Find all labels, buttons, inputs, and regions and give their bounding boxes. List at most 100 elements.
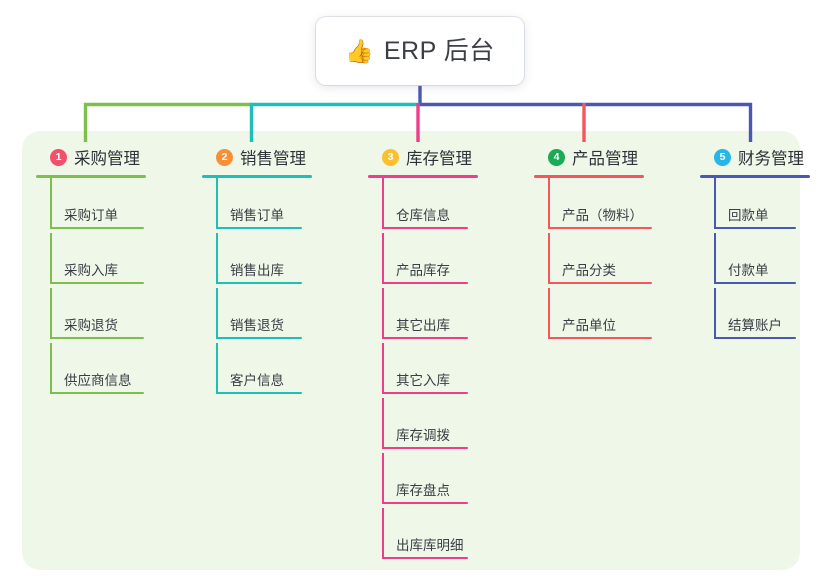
branch-column-4: 4 产品管理产品（物料） 产品分类产品单位 <box>534 145 652 343</box>
branch-underline-3 <box>368 175 478 178</box>
branch-items-1: 采购订单采购入库采购退货供应商信息 <box>36 178 146 398</box>
branch-underline-1 <box>36 175 146 178</box>
branch-item-label: 回款单 <box>728 208 769 223</box>
branch-item-label: 销售退货 <box>230 318 284 333</box>
branch-items-5: 回款单付款单结算账户 <box>700 178 810 343</box>
item-underline <box>216 227 302 229</box>
item-connector <box>216 343 218 394</box>
item-underline <box>382 557 468 559</box>
branch-item-label: 销售订单 <box>230 208 284 223</box>
branch-item[interactable]: 采购订单 <box>36 178 146 233</box>
branch-item[interactable]: 库存调拨 <box>368 398 478 453</box>
branch-header-4[interactable]: 4 产品管理 <box>534 145 644 169</box>
branch-item[interactable]: 销售出库 <box>202 233 312 288</box>
root-node[interactable]: 👍 ERP 后台 <box>316 17 524 85</box>
branch-underline-5 <box>700 175 810 178</box>
branch-item[interactable]: 客户信息 <box>202 343 312 398</box>
branch-item-label: 产品单位 <box>562 318 616 333</box>
branch-item-label: 付款单 <box>728 263 769 278</box>
branch-title-2: 销售管理 <box>240 150 306 168</box>
item-connector <box>548 233 550 284</box>
item-connector <box>216 288 218 339</box>
item-connector <box>714 178 716 229</box>
branch-item[interactable]: 其它出库 <box>368 288 478 343</box>
branch-item-label: 库存调拨 <box>396 428 450 443</box>
branch-underline-4 <box>534 175 644 178</box>
item-underline <box>216 392 302 394</box>
item-connector <box>382 288 384 339</box>
branch-item[interactable]: 库存盘点 <box>368 453 478 508</box>
branch-item[interactable]: 产品库存 <box>368 233 478 288</box>
branch-item[interactable]: 产品（物料） <box>534 178 652 233</box>
branch-items-2: 销售订单销售出库销售退货客户信息 <box>202 178 312 398</box>
branch-item-label: 库存盘点 <box>396 483 450 498</box>
item-underline <box>50 392 144 394</box>
branch-badge-5: 5 <box>714 148 731 166</box>
item-underline <box>216 282 302 284</box>
branch-item[interactable]: 出库库明细 <box>368 508 478 563</box>
item-connector <box>382 398 384 449</box>
item-underline <box>216 337 302 339</box>
branch-item-label: 客户信息 <box>230 373 284 388</box>
item-underline <box>382 337 468 339</box>
branch-item-label: 产品分类 <box>562 263 616 278</box>
branch-item[interactable]: 供应商信息 <box>36 343 146 398</box>
branch-badge-2: 2 <box>216 148 233 166</box>
thumbs-up-icon: 👍 <box>345 37 374 64</box>
item-connector <box>50 178 52 229</box>
branch-item-label: 其它入库 <box>396 373 450 388</box>
item-underline <box>548 282 652 284</box>
branch-item-label: 采购入库 <box>64 263 118 278</box>
item-connector <box>50 233 52 284</box>
branch-item-label: 出库库明细 <box>396 538 464 553</box>
branch-item[interactable]: 结算账户 <box>700 288 810 343</box>
branch-column-3: 3 库存管理仓库信息产品库存其它出库其它入库库存调拨库存盘点出库库明细 <box>368 145 478 563</box>
branch-item-label: 采购订单 <box>64 208 118 223</box>
branch-title-3: 库存管理 <box>406 150 472 168</box>
item-underline <box>382 282 468 284</box>
branch-item[interactable]: 回款单 <box>700 178 810 233</box>
item-connector <box>714 233 716 284</box>
branch-item[interactable]: 销售订单 <box>202 178 312 233</box>
item-connector <box>50 288 52 339</box>
item-underline <box>382 502 468 504</box>
branch-item[interactable]: 仓库信息 <box>368 178 478 233</box>
item-connector <box>382 453 384 504</box>
branch-item[interactable]: 付款单 <box>700 233 810 288</box>
branch-title-1: 采购管理 <box>74 150 140 168</box>
branch-item[interactable]: 其它入库 <box>368 343 478 398</box>
item-connector <box>216 233 218 284</box>
branch-item[interactable]: 产品单位 <box>534 288 652 343</box>
diagram-panel <box>22 131 800 570</box>
item-underline <box>382 447 468 449</box>
branch-item-label: 销售出库 <box>230 263 284 278</box>
branch-item-label: 仓库信息 <box>396 208 450 223</box>
branch-item[interactable]: 产品分类 <box>534 233 652 288</box>
branch-title-4: 产品管理 <box>572 150 638 168</box>
branch-item-label: 产品（物料） <box>562 208 643 223</box>
branch-item-label: 其它出库 <box>396 318 450 333</box>
item-connector <box>382 343 384 394</box>
branch-item-label: 采购退货 <box>64 318 118 333</box>
item-connector <box>714 288 716 339</box>
branch-badge-4: 4 <box>548 148 565 166</box>
branch-item-label: 供应商信息 <box>64 373 132 388</box>
item-connector <box>382 178 384 229</box>
branch-item[interactable]: 销售退货 <box>202 288 312 343</box>
item-underline <box>714 337 796 339</box>
branch-item[interactable]: 采购退货 <box>36 288 146 343</box>
branch-badge-3: 3 <box>382 148 399 166</box>
item-connector <box>382 233 384 284</box>
branch-item[interactable]: 采购入库 <box>36 233 146 288</box>
branch-header-2[interactable]: 2 销售管理 <box>202 145 312 169</box>
branch-underline-2 <box>202 175 312 178</box>
branch-header-3[interactable]: 3 库存管理 <box>368 145 478 169</box>
item-underline <box>548 337 652 339</box>
item-underline <box>382 392 468 394</box>
item-underline <box>548 227 652 229</box>
